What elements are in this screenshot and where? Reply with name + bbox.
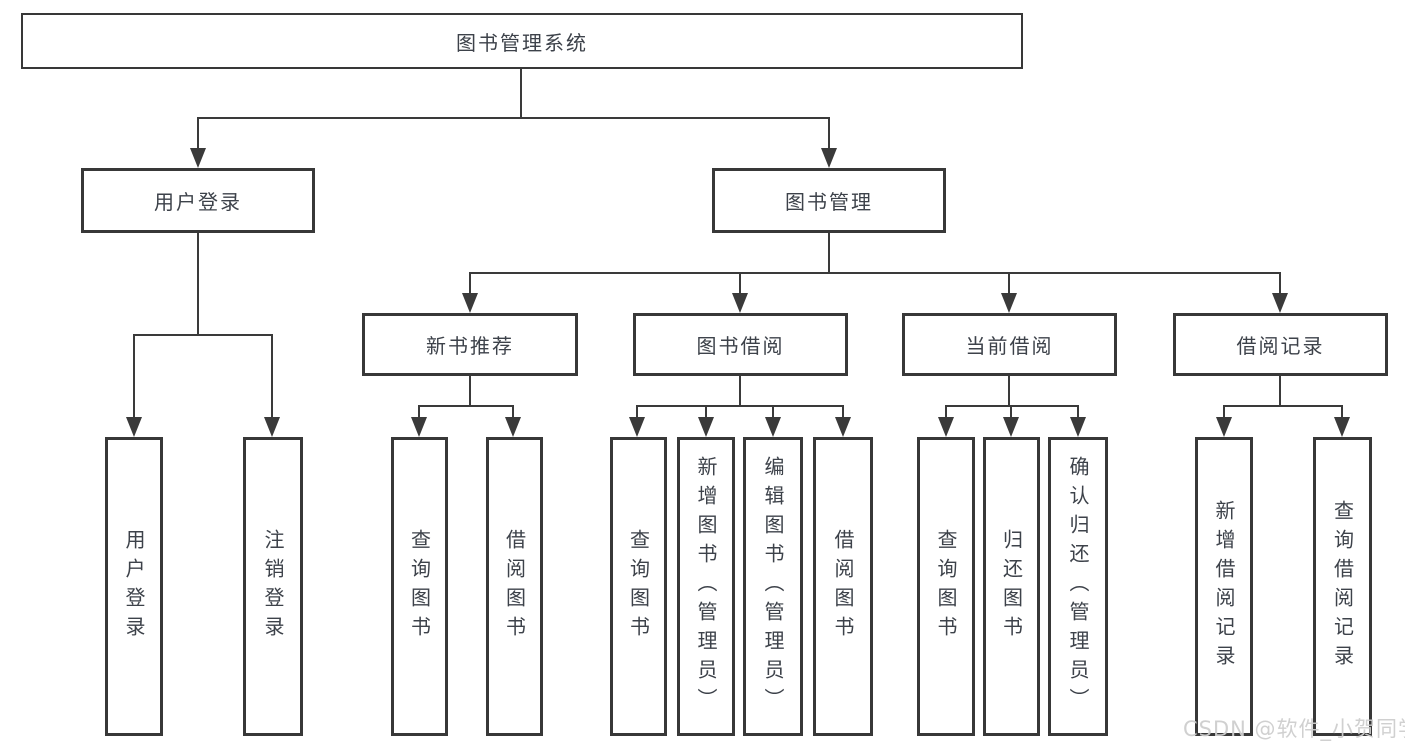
arrowhead-icon bbox=[698, 417, 714, 437]
connector-line bbox=[133, 334, 135, 420]
connector-line bbox=[636, 405, 638, 420]
leaf-add-books-admin: 新增图书（管理员） bbox=[677, 437, 735, 736]
leaf-query-books-recommend-label: 查询图书 bbox=[407, 528, 432, 645]
node-book-management: 图书管理 bbox=[712, 168, 946, 233]
connector-line bbox=[469, 272, 471, 297]
arrowhead-icon bbox=[1070, 417, 1086, 437]
connector-line bbox=[469, 272, 1281, 274]
connector-line bbox=[1077, 405, 1079, 420]
node-user-login-label: 用户登录 bbox=[154, 190, 242, 214]
leaf-user-login-label: 用户登录 bbox=[122, 528, 146, 645]
leaf-confirm-return-admin-label: 确认归还（管理员） bbox=[1066, 456, 1090, 717]
connector-line bbox=[1223, 405, 1343, 407]
node-user-login: 用户登录 bbox=[81, 168, 315, 233]
leaf-borrow-books-recommend-label: 借阅图书 bbox=[502, 528, 527, 645]
connector-line bbox=[271, 334, 273, 420]
leaf-query-books-borrowing-label: 查询图书 bbox=[626, 528, 651, 645]
arrowhead-icon bbox=[1334, 417, 1350, 437]
arrowhead-icon bbox=[765, 417, 781, 437]
leaf-query-borrow-record: 查询借阅记录 bbox=[1313, 437, 1372, 736]
leaf-borrow-books: 借阅图书 bbox=[813, 437, 873, 736]
arrowhead-icon bbox=[190, 148, 206, 168]
arrowhead-icon bbox=[1003, 417, 1019, 437]
node-book-borrowing: 图书借阅 bbox=[633, 313, 848, 376]
connector-line bbox=[418, 405, 420, 420]
leaf-return-books-label: 归还图书 bbox=[999, 528, 1024, 645]
leaf-borrow-books-label: 借阅图书 bbox=[831, 528, 855, 645]
leaf-borrow-books-recommend: 借阅图书 bbox=[486, 437, 543, 736]
arrowhead-icon bbox=[264, 417, 280, 437]
leaf-edit-books-admin-label: 编辑图书（管理员） bbox=[761, 456, 785, 717]
arrowhead-icon bbox=[462, 293, 478, 313]
arrowhead-icon bbox=[821, 148, 837, 168]
connector-line bbox=[828, 117, 830, 150]
connector-line bbox=[636, 405, 844, 407]
node-root-label: 图书管理系统 bbox=[456, 30, 588, 55]
node-new-book-recommendation-label: 新书推荐 bbox=[426, 334, 514, 358]
leaf-user-login: 用户登录 bbox=[105, 437, 163, 736]
connector-line bbox=[1010, 405, 1012, 420]
connector-line bbox=[842, 405, 844, 420]
connector-line bbox=[197, 233, 199, 336]
connector-line bbox=[1341, 405, 1343, 420]
leaf-logout: 注销登录 bbox=[243, 437, 303, 736]
arrowhead-icon bbox=[1216, 417, 1232, 437]
leaf-query-books-current: 查询图书 bbox=[917, 437, 975, 736]
leaf-query-books-current-label: 查询图书 bbox=[934, 528, 958, 645]
connector-line bbox=[945, 405, 1079, 407]
connector-line bbox=[1223, 405, 1225, 420]
connector-line bbox=[739, 272, 741, 297]
leaf-query-books-borrowing: 查询图书 bbox=[610, 437, 667, 736]
arrowhead-icon bbox=[835, 417, 851, 437]
node-borrowing-records: 借阅记录 bbox=[1173, 313, 1388, 376]
node-borrowing-records-label: 借阅记录 bbox=[1236, 334, 1325, 358]
connector-line bbox=[520, 69, 522, 119]
connector-line bbox=[828, 233, 830, 274]
connector-line bbox=[1008, 272, 1010, 297]
leaf-edit-books-admin: 编辑图书（管理员） bbox=[743, 437, 803, 736]
leaf-query-borrow-record-label: 查询借阅记录 bbox=[1330, 499, 1355, 674]
connector-line bbox=[945, 405, 947, 420]
connector-line bbox=[772, 405, 774, 420]
arrowhead-icon bbox=[126, 417, 142, 437]
arrowhead-icon bbox=[1001, 293, 1017, 313]
leaf-logout-label: 注销登录 bbox=[261, 528, 285, 645]
connector-line bbox=[418, 405, 514, 407]
node-book-management-label: 图书管理 bbox=[785, 190, 873, 214]
node-new-book-recommendation: 新书推荐 bbox=[362, 313, 578, 376]
connector-line bbox=[469, 376, 471, 407]
leaf-confirm-return-admin: 确认归还（管理员） bbox=[1048, 437, 1108, 736]
leaf-add-borrow-record-label: 新增借阅记录 bbox=[1212, 499, 1236, 674]
connector-line bbox=[133, 334, 273, 336]
arrowhead-icon bbox=[411, 417, 427, 437]
connector-line bbox=[197, 117, 199, 150]
connector-line bbox=[1279, 376, 1281, 407]
connector-line bbox=[705, 405, 707, 420]
connector-line bbox=[512, 405, 514, 420]
csdn-watermark: CSDN @软件_小贺同学 bbox=[1183, 717, 1405, 741]
connector-line bbox=[197, 117, 830, 119]
connector-line bbox=[739, 376, 741, 407]
leaf-add-borrow-record: 新增借阅记录 bbox=[1195, 437, 1253, 736]
arrowhead-icon bbox=[938, 417, 954, 437]
arrowhead-icon bbox=[732, 293, 748, 313]
arrowhead-icon bbox=[1272, 293, 1288, 313]
leaf-add-books-admin-label: 新增图书（管理员） bbox=[694, 456, 718, 717]
leaf-return-books: 归还图书 bbox=[983, 437, 1040, 736]
leaf-query-books-recommend: 查询图书 bbox=[391, 437, 448, 736]
arrowhead-icon bbox=[629, 417, 645, 437]
node-current-borrowing-label: 当前借阅 bbox=[965, 334, 1054, 358]
node-book-borrowing-label: 图书借阅 bbox=[696, 334, 785, 358]
node-root: 图书管理系统 bbox=[21, 13, 1023, 69]
node-current-borrowing: 当前借阅 bbox=[902, 313, 1117, 376]
connector-line bbox=[1008, 376, 1010, 407]
arrowhead-icon bbox=[505, 417, 521, 437]
connector-line bbox=[1279, 272, 1281, 297]
